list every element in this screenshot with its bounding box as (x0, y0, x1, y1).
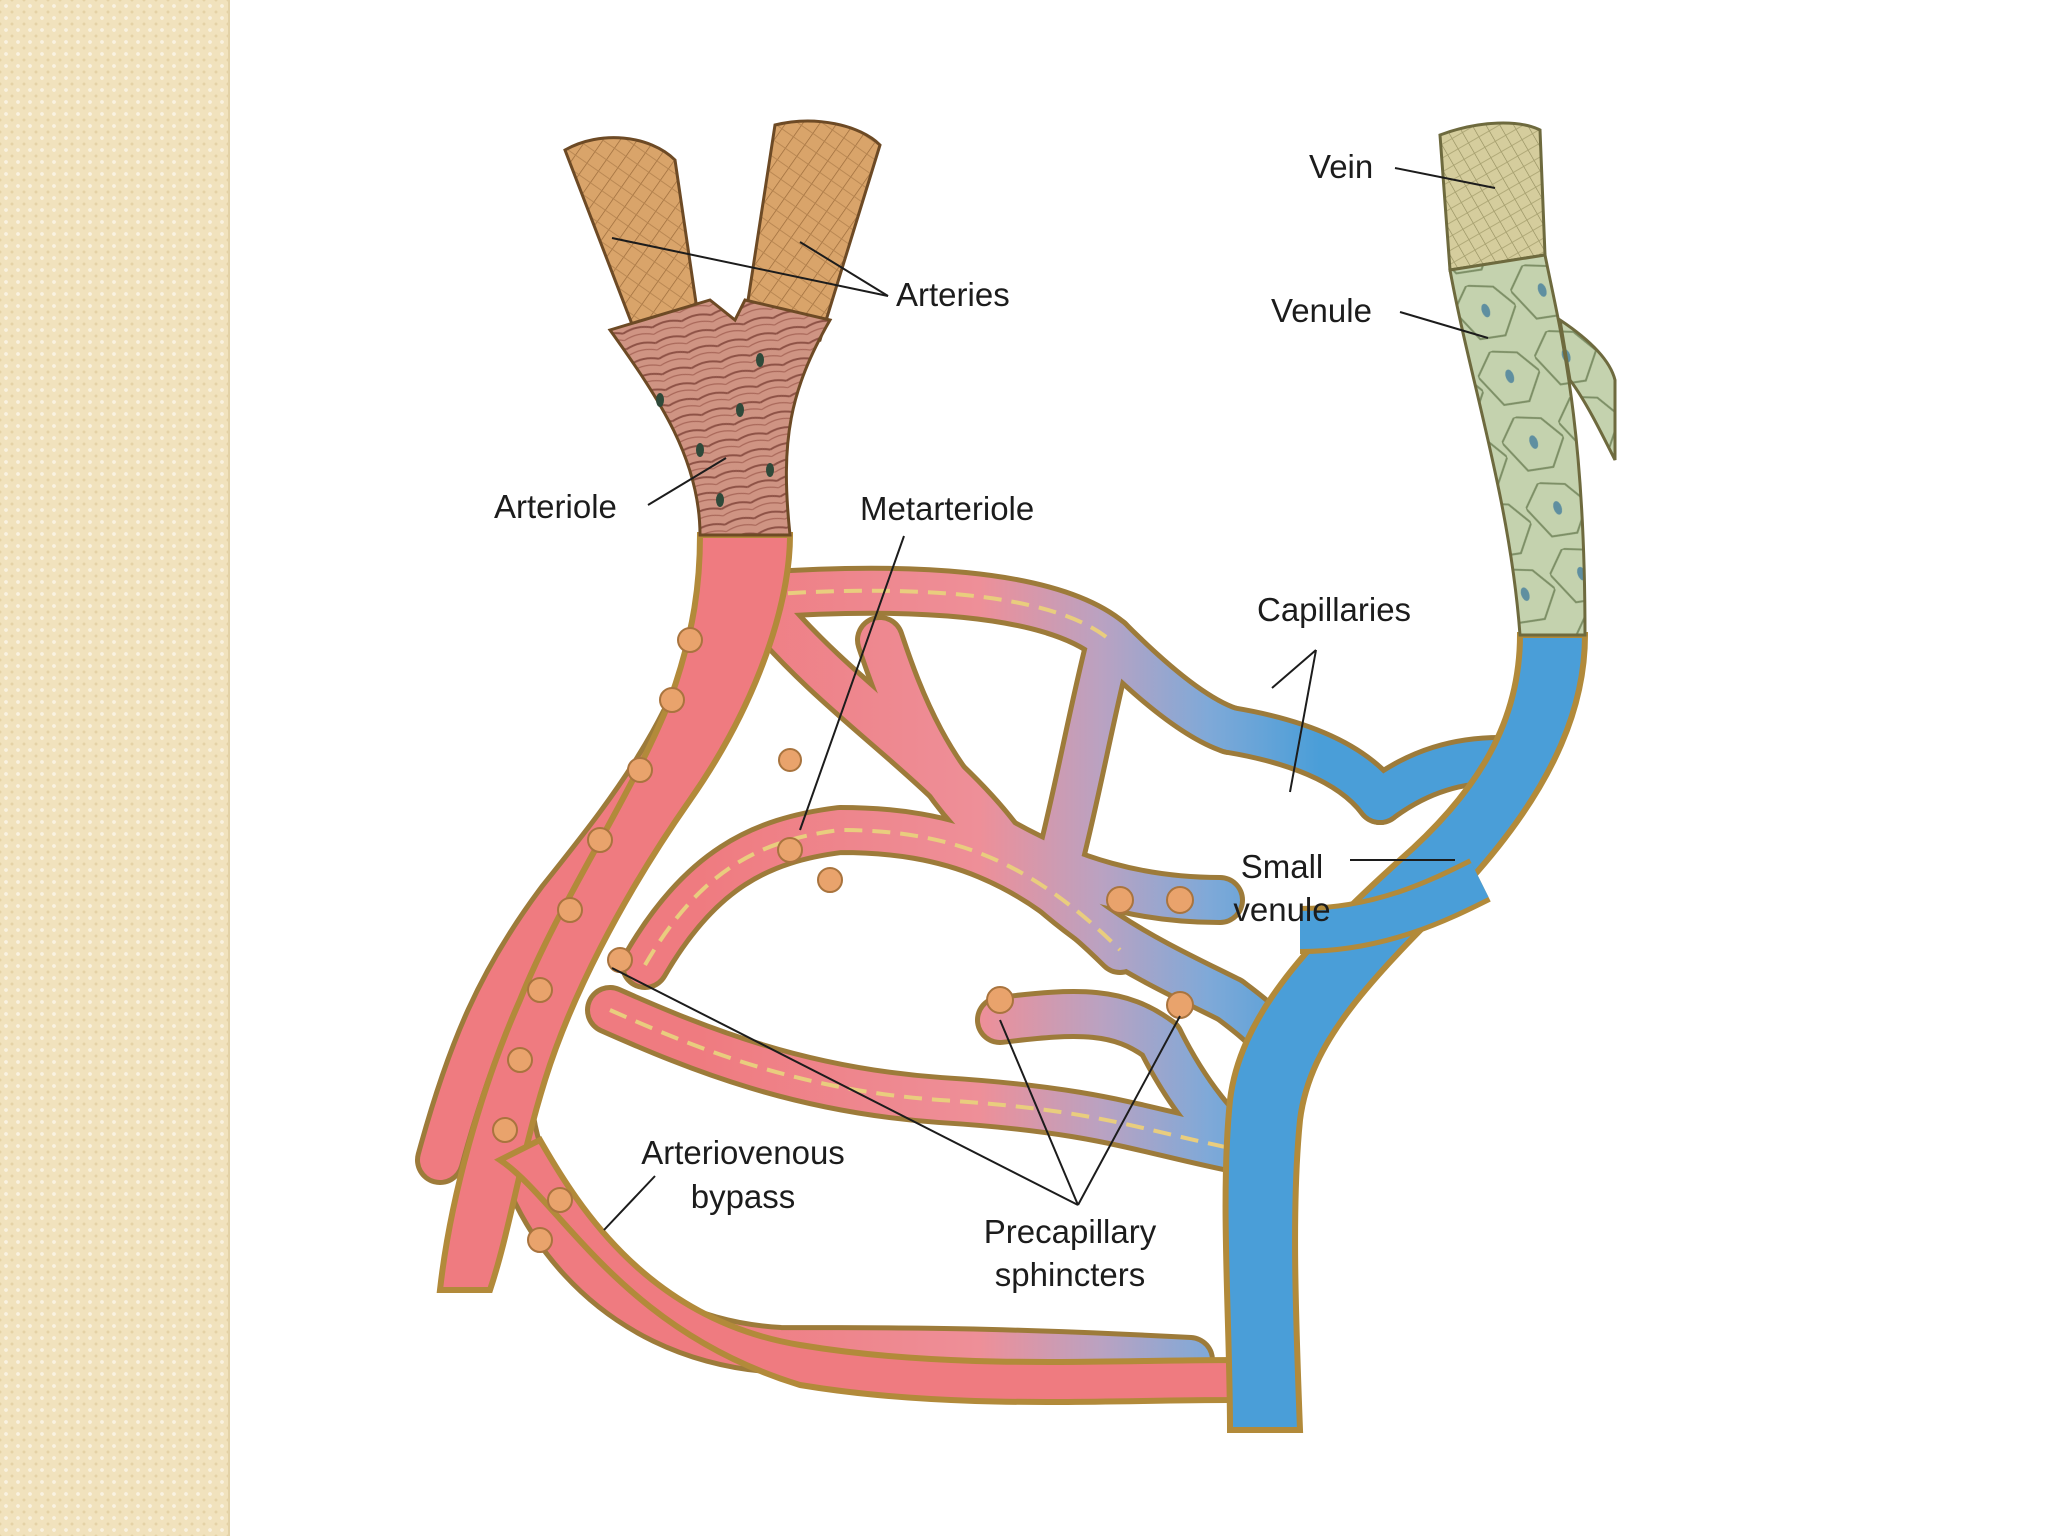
arteriole-trunk (436, 532, 1244, 1405)
label-leader-lines (603, 167, 1496, 1231)
label-metarteriole: Metarteriole (860, 490, 1035, 527)
label-arteriole: Arteriole (494, 488, 617, 525)
side-band-edge (228, 0, 230, 1536)
label-arteries: Arteries (896, 276, 1010, 313)
label-vein: Vein (1309, 148, 1374, 185)
label-venule: Venule (1271, 292, 1372, 329)
label-capillaries: Capillaries (1257, 591, 1412, 628)
label-precapillary-line1: Precapillary (983, 1213, 1157, 1250)
label-av-bypass-line1: Arteriovenous (641, 1134, 845, 1171)
label-small-venule-line2: venule (1233, 891, 1331, 928)
label-small-venule-line1: Small (1240, 848, 1324, 885)
venule-trunk (1222, 632, 1589, 1433)
arteries-illustration (563, 119, 882, 537)
vein-illustration (1438, 121, 1617, 637)
label-precapillary-line2: sphincters (994, 1256, 1146, 1293)
label-av-bypass-line2: bypass (690, 1178, 796, 1215)
decorative-side-band (0, 0, 228, 1536)
capillary-network (415, 520, 1525, 1385)
